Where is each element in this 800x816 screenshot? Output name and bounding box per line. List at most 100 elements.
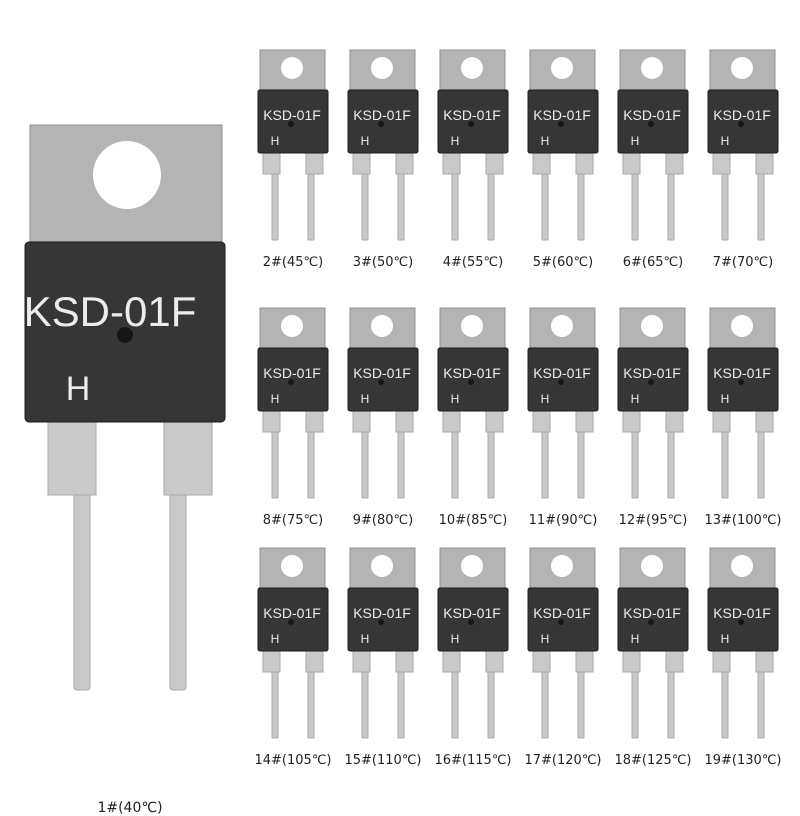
grade-marking: H bbox=[451, 392, 460, 406]
mounting-hole bbox=[281, 57, 303, 79]
model-marking: KSD-01F bbox=[353, 365, 411, 381]
grade-marking: H bbox=[361, 134, 370, 148]
thermostat-9-drawing: KSD-01F H bbox=[347, 307, 419, 499]
grade-marking: H bbox=[631, 632, 640, 646]
thermostat-4-label: 4#(55℃) bbox=[442, 255, 504, 270]
thermostat-13-label: 13#(100℃) bbox=[704, 513, 782, 528]
thermostat-6-label: 6#(65℃) bbox=[622, 255, 684, 270]
mounting-hole bbox=[461, 315, 483, 337]
grade-marking: H bbox=[271, 134, 280, 148]
grade-marking: H bbox=[271, 392, 280, 406]
grade-marking: H bbox=[271, 632, 280, 646]
body-dimple bbox=[288, 619, 294, 625]
model-marking: KSD-01F bbox=[263, 605, 321, 621]
plastic-body bbox=[527, 347, 599, 412]
thermostat-3-drawing: KSD-01F H bbox=[347, 49, 419, 241]
thermostat-8: KSD-01F H 8#(75℃) bbox=[257, 307, 329, 538]
thermostat-18-drawing: KSD-01F H bbox=[617, 547, 689, 739]
body-dimple bbox=[288, 379, 294, 385]
mounting-hole bbox=[371, 57, 393, 79]
body-dimple bbox=[738, 121, 744, 127]
thermostat-6-drawing: KSD-01F H bbox=[617, 49, 689, 241]
grade-marking: H bbox=[631, 134, 640, 148]
plastic-body bbox=[617, 587, 689, 652]
mounting-hole bbox=[731, 555, 753, 577]
thermostat-19: KSD-01F H 19#(130℃) bbox=[705, 547, 782, 778]
model-marking: KSD-01F bbox=[443, 107, 501, 123]
plastic-body bbox=[707, 587, 779, 652]
grade-marking: H bbox=[631, 392, 640, 406]
thermostat-9-label: 9#(80℃) bbox=[352, 513, 414, 528]
plastic-body bbox=[437, 89, 509, 154]
mounting-hole bbox=[641, 57, 663, 79]
grade-marking: H bbox=[541, 632, 550, 646]
grade-marking: H bbox=[361, 392, 370, 406]
thermostat-10-label: 10#(85℃) bbox=[438, 513, 508, 528]
thermostat-11-label: 11#(90℃) bbox=[528, 513, 598, 528]
mounting-hole bbox=[731, 315, 753, 337]
plastic-body bbox=[707, 347, 779, 412]
lead-left-base bbox=[47, 419, 97, 496]
plastic-body bbox=[257, 587, 329, 652]
thermostat-3: KSD-01F H 3#(50℃) bbox=[347, 49, 419, 280]
thermostat-5: KSD-01F H 5#(60℃) bbox=[527, 49, 599, 280]
thermostat-13: KSD-01F H 13#(100℃) bbox=[705, 307, 782, 538]
model-marking: KSD-01F bbox=[623, 107, 681, 123]
mounting-hole bbox=[371, 555, 393, 577]
body-dimple bbox=[558, 619, 564, 625]
mounting-hole bbox=[281, 315, 303, 337]
thermostat-2-label: 2#(45℃) bbox=[262, 255, 324, 270]
thermostat-7: KSD-01F H 7#(70℃) bbox=[707, 49, 779, 280]
body-dimple bbox=[378, 121, 384, 127]
body-dimple bbox=[738, 619, 744, 625]
thermostat-4: KSD-01F H 4#(55℃) bbox=[437, 49, 509, 280]
thermostat-1: KSD-01F H 1#(40℃) bbox=[24, 120, 230, 816]
model-marking: KSD-01F bbox=[533, 107, 591, 123]
mounting-hole bbox=[551, 57, 573, 79]
thermostat-17: KSD-01F H 17#(120℃) bbox=[525, 547, 602, 778]
mounting-hole bbox=[461, 555, 483, 577]
thermostat-14-drawing: KSD-01F H bbox=[257, 547, 329, 739]
mounting-hole bbox=[461, 57, 483, 79]
thermostat-15-label: 15#(110℃) bbox=[344, 753, 422, 768]
thermostat-7-label: 7#(70℃) bbox=[712, 255, 774, 270]
model-marking: KSD-01F bbox=[263, 365, 321, 381]
thermostat-8-drawing: KSD-01F H bbox=[257, 307, 329, 499]
grade-marking: H bbox=[451, 632, 460, 646]
plastic-body bbox=[257, 347, 329, 412]
mounting-hole bbox=[641, 555, 663, 577]
thermostat-13-drawing: KSD-01F H bbox=[707, 307, 779, 499]
thermostat-1-drawing: KSD-01F H bbox=[24, 124, 226, 691]
body-dimple bbox=[558, 121, 564, 127]
lead-right-base bbox=[163, 419, 213, 496]
plastic-body bbox=[527, 89, 599, 154]
thermostat-2-drawing: KSD-01F H bbox=[257, 49, 329, 241]
thermostat-17-drawing: KSD-01F H bbox=[527, 547, 599, 739]
body-dimple bbox=[738, 379, 744, 385]
thermostat-5-drawing: KSD-01F H bbox=[527, 49, 599, 241]
grade-marking: H bbox=[66, 370, 91, 408]
thermostat-16: KSD-01F H 16#(115℃) bbox=[435, 547, 512, 778]
body-dimple bbox=[378, 379, 384, 385]
thermostat-11-drawing: KSD-01F H bbox=[527, 307, 599, 499]
thermostat-15: KSD-01F H 15#(110℃) bbox=[345, 547, 422, 778]
mounting-hole bbox=[551, 315, 573, 337]
body-dimple bbox=[558, 379, 564, 385]
thermostat-18: KSD-01F H 18#(125℃) bbox=[615, 547, 692, 778]
thermostat-19-drawing: KSD-01F H bbox=[707, 547, 779, 739]
mounting-hole bbox=[281, 555, 303, 577]
thermostat-14: KSD-01F H 14#(105℃) bbox=[255, 547, 332, 778]
grade-marking: H bbox=[361, 632, 370, 646]
plastic-body bbox=[437, 347, 509, 412]
model-marking: KSD-01F bbox=[623, 365, 681, 381]
thermostat-7-drawing: KSD-01F H bbox=[707, 49, 779, 241]
thermostat-4-drawing: KSD-01F H bbox=[437, 49, 509, 241]
grade-marking: H bbox=[721, 632, 730, 646]
plastic-body bbox=[257, 89, 329, 154]
model-marking: KSD-01F bbox=[623, 605, 681, 621]
mounting-hole bbox=[551, 555, 573, 577]
model-marking: KSD-01F bbox=[713, 365, 771, 381]
thermostat-10-drawing: KSD-01F H bbox=[437, 307, 509, 499]
thermostat-10: KSD-01F H 10#(85℃) bbox=[437, 307, 509, 538]
plastic-body bbox=[437, 587, 509, 652]
